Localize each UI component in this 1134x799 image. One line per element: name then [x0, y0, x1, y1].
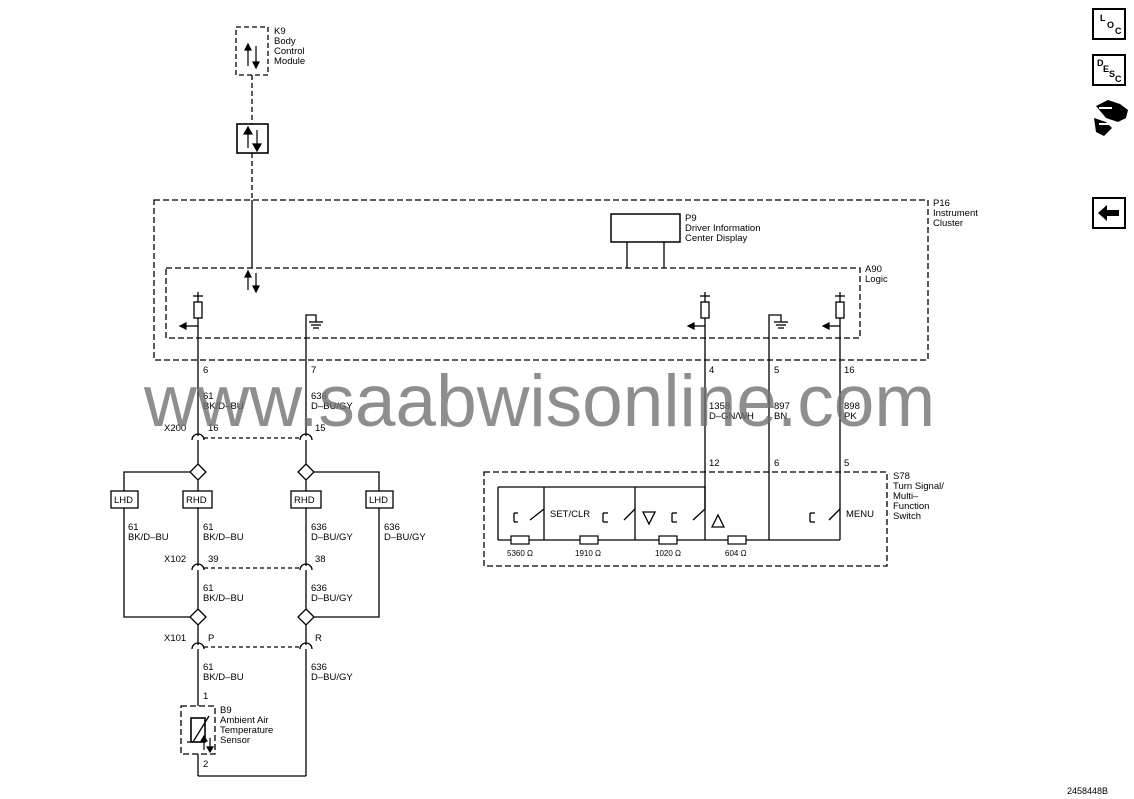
- option-lhd-left: LHD: [114, 495, 133, 506]
- wire-61-top-circuit: 61: [203, 391, 214, 402]
- wire-61-lhd-circuit: 61: [128, 522, 139, 533]
- s78-switch-box: [483, 471, 888, 567]
- wire-636-mid-color: D–BU/GY: [311, 593, 353, 604]
- k9-label-4: Module: [274, 56, 305, 67]
- wire-61-bottom-circuit: 61: [203, 662, 214, 673]
- p16-label-1: P16: [933, 198, 950, 209]
- desc-letter-e: E: [1103, 64, 1110, 74]
- wire-61-bottom-color: BK/D–BU: [203, 672, 244, 683]
- pin-p16-5: 5: [774, 365, 779, 376]
- pin-p16-4: 4: [709, 365, 714, 376]
- wire-636-rhd-circuit: 636: [311, 522, 327, 533]
- b9-label-2: Ambient Air: [220, 715, 269, 726]
- p16-instrument-cluster-box: [153, 199, 929, 361]
- b9-label-1: B9: [220, 705, 232, 716]
- wire-636-top-color: D–BU/GY: [311, 401, 353, 412]
- wire-61-rhd-color: BK/D–BU: [203, 532, 244, 543]
- pin-x102-39: 39: [208, 554, 219, 565]
- p9-label-3: Center Display: [685, 233, 748, 244]
- s78-label-5: Switch: [893, 511, 921, 522]
- wire-636-lhd-circuit: 636: [384, 522, 400, 533]
- s78-label-3: Multi–: [893, 491, 919, 502]
- pin-p16-7: 7: [311, 365, 316, 376]
- back-button[interactable]: [1092, 197, 1126, 229]
- loc-button[interactable]: L O C: [1092, 8, 1126, 40]
- wire-897-circuit: 897: [774, 401, 790, 412]
- option-lhd-right: LHD: [369, 495, 388, 506]
- wire-898-color: PK: [844, 411, 857, 422]
- resistor-1910: 1910 Ω: [575, 549, 601, 558]
- connector-view-button[interactable]: [1090, 96, 1132, 140]
- pin-s78-5: 5: [844, 458, 849, 469]
- k9-label-3: Control: [274, 46, 305, 57]
- desc-letter-d: D: [1097, 58, 1104, 68]
- connector-x200: X200: [164, 423, 186, 434]
- a90-logic-box: [165, 267, 861, 339]
- wire-636-rhd-color: D–BU/GY: [311, 532, 353, 543]
- wire-636-bottom-circuit: 636: [311, 662, 327, 673]
- p16-label-2: Instrument: [933, 208, 978, 219]
- wire-1358-circuit: 1358: [709, 401, 730, 412]
- pin-x101-p: P: [208, 633, 214, 644]
- pin-x200-16: 16: [208, 423, 219, 434]
- resistor-5360: 5360 Ω: [507, 549, 533, 558]
- pin-x102-38: 38: [315, 554, 326, 565]
- wire-897-color: BN: [774, 411, 787, 422]
- s78-label-1: S78: [893, 471, 910, 482]
- b9-label-3: Temperature: [220, 725, 273, 736]
- a90-label-1: A90: [865, 264, 882, 275]
- desc-letter-s: S: [1109, 69, 1116, 79]
- connector-icon: [1094, 100, 1128, 136]
- watermark: www.saabwisonline.com: [144, 361, 936, 442]
- switch-set-clr-label: SET/CLR: [550, 509, 590, 520]
- s78-label-2: Turn Signal/: [893, 481, 944, 492]
- pin-s78-12: 12: [709, 458, 720, 469]
- p9-display-box: [610, 213, 681, 243]
- option-rhd-right: RHD: [294, 495, 315, 506]
- figure-id: 2458448B: [1066, 786, 1108, 796]
- p9-label-2: Driver Information: [685, 223, 761, 234]
- wire-1358-color: D–GN/WH: [709, 411, 754, 422]
- resistor-1020: 1020 Ω: [655, 549, 681, 558]
- wire-636-mid-circuit: 636: [311, 583, 327, 594]
- connector-x102: X102: [164, 554, 186, 565]
- wire-61-top-color: BK/D–BU: [203, 401, 244, 412]
- left-arrow-icon: [1098, 205, 1119, 221]
- pin-x200-15: 15: [315, 423, 326, 434]
- loc-letter-l: L: [1100, 13, 1106, 23]
- p16-label-3: Cluster: [933, 218, 963, 229]
- resistor-604: 604 Ω: [725, 549, 747, 558]
- k9-module-box: [235, 26, 269, 76]
- pin-b9-2: 2: [203, 759, 208, 770]
- k9-serial-data-box: [236, 123, 269, 154]
- wire-61-mid-circuit: 61: [203, 583, 214, 594]
- pin-b9-1: 1: [203, 691, 208, 702]
- loc-letter-c: C: [1115, 26, 1122, 36]
- a90-label-2: Logic: [865, 274, 888, 285]
- loc-letter-o: O: [1107, 20, 1115, 30]
- p9-label-1: P9: [685, 213, 697, 224]
- pin-p16-16: 16: [844, 365, 855, 376]
- wire-898-circuit: 898: [844, 401, 860, 412]
- wire-636-top-circuit: 636: [311, 391, 327, 402]
- k9-label-2: Body: [274, 36, 296, 47]
- wire-61-rhd-circuit: 61: [203, 522, 214, 533]
- switch-menu-label: MENU: [846, 509, 874, 520]
- wire-636-bottom-color: D–BU/GY: [311, 672, 353, 683]
- k9-label-1: K9: [274, 26, 286, 37]
- connector-x101: X101: [164, 633, 186, 644]
- wire-636-lhd-color: D–BU/GY: [384, 532, 426, 543]
- wire-61-lhd-color: BK/D–BU: [128, 532, 169, 543]
- desc-letter-c: C: [1115, 74, 1122, 84]
- wire-61-mid-color: BK/D–BU: [203, 593, 244, 604]
- pin-p16-6: 6: [203, 365, 208, 376]
- pin-x101-r: R: [315, 633, 322, 644]
- option-rhd-left: RHD: [186, 495, 207, 506]
- desc-button[interactable]: D E S C: [1092, 54, 1126, 86]
- pin-s78-6: 6: [774, 458, 779, 469]
- b9-label-4: Sensor: [220, 735, 250, 746]
- s78-label-4: Function: [893, 501, 929, 512]
